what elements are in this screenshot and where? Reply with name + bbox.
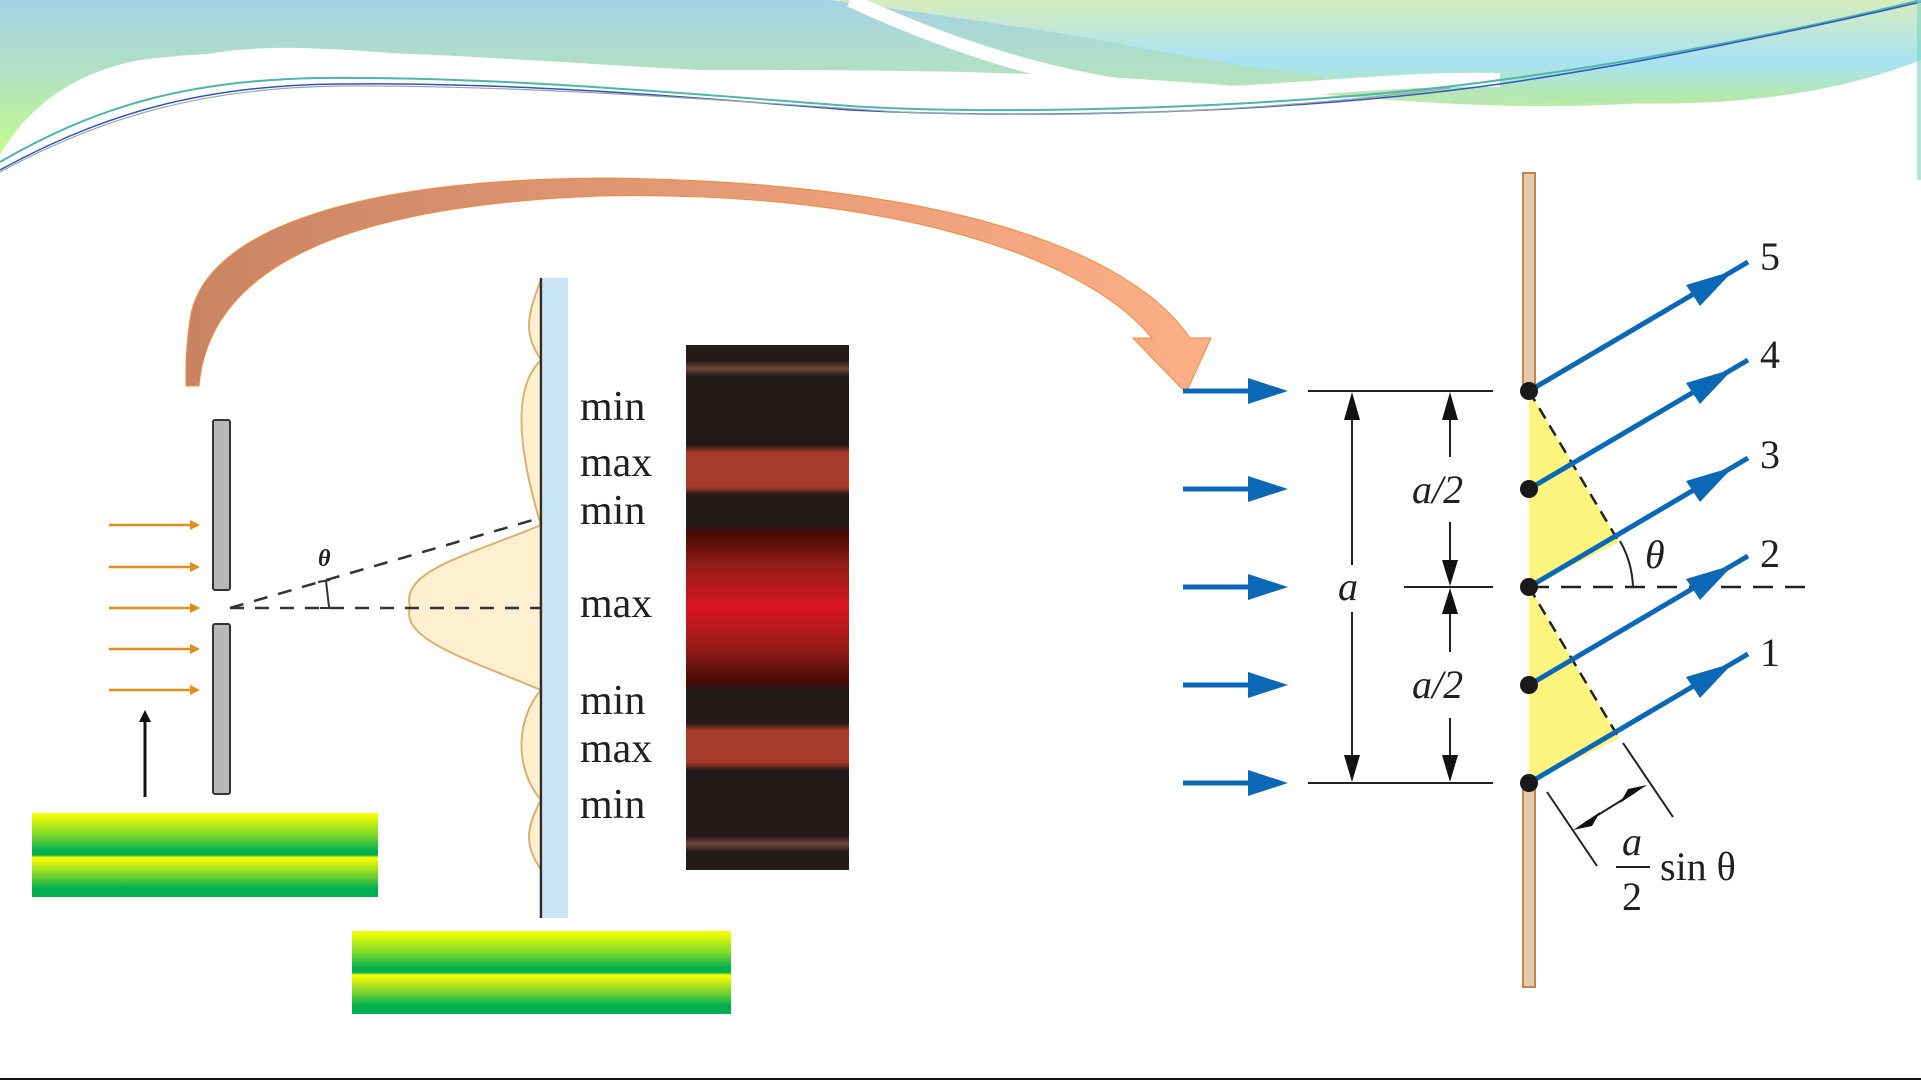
diffracted-ray-1 <box>1527 651 1750 786</box>
slit-plate-top <box>212 419 231 591</box>
diffracted-ray-5 <box>1527 259 1750 394</box>
incident-rays <box>109 520 200 695</box>
green-label-bar-left <box>32 813 378 897</box>
pattern-label: min <box>580 384 645 430</box>
half-width-bottom-label: a/2 <box>1412 662 1463 707</box>
incident-ray <box>1183 378 1288 404</box>
intensity-profile <box>408 279 543 874</box>
wavefront-line-bottom <box>1527 586 1621 739</box>
source-point <box>1520 676 1538 694</box>
slit-plate-bottom <box>212 623 231 795</box>
half-zone-figure: a a/2 a/2 θ 5 <box>1183 172 1815 988</box>
path-diff-numerator: a <box>1622 819 1642 864</box>
ray-label-2: 2 <box>1760 531 1780 576</box>
single-slit-figure: θ min max min max min max min <box>109 278 849 918</box>
slit-wall-bottom <box>1522 782 1536 988</box>
diffracted-ray-2 <box>1527 553 1750 688</box>
ray-label-3: 3 <box>1760 432 1780 477</box>
pointer-up-arrow <box>139 710 151 797</box>
pattern-label: min <box>580 488 645 534</box>
huygens-sources <box>1520 382 1538 792</box>
diffracted-ray-4 <box>1527 357 1750 492</box>
pattern-labels: min max min max min max min <box>580 384 652 828</box>
pattern-label: max <box>580 726 652 772</box>
transition-arrow <box>185 177 1212 394</box>
path-diff-denominator: 2 <box>1622 874 1642 919</box>
half-zone-wedge-top <box>1529 391 1619 587</box>
angle-arc <box>1619 540 1634 588</box>
header-wave-decoration <box>0 0 1921 180</box>
diffracted-ray-3 <box>1527 455 1750 590</box>
pattern-label: min <box>580 782 645 828</box>
path-difference-dimension <box>1546 742 1674 867</box>
incident-ray <box>1183 770 1288 796</box>
source-point <box>1520 382 1538 400</box>
viewing-screen <box>543 278 568 918</box>
pattern-label: min <box>580 678 645 724</box>
half-zone-wedge-bottom <box>1529 587 1619 783</box>
ray-label-4: 4 <box>1760 332 1780 377</box>
incident-ray <box>1183 672 1288 698</box>
slit-wall-top <box>1522 172 1536 392</box>
angle-arc <box>317 579 334 609</box>
dimension-lines <box>1308 390 1493 784</box>
incident-ray <box>1183 574 1288 600</box>
green-label-bar-middle <box>352 931 731 1014</box>
angle-theta-label: θ <box>318 546 331 572</box>
header-right-band <box>830 0 1921 104</box>
incident-ray <box>1183 476 1288 502</box>
pattern-label: max <box>580 581 652 627</box>
source-point <box>1520 578 1538 596</box>
ray-label-1: 1 <box>1760 630 1780 675</box>
source-point <box>1520 480 1538 498</box>
wavefront-line-top <box>1527 390 1621 543</box>
diffracted-rays <box>1527 259 1750 786</box>
angle-theta-label: θ <box>1645 532 1665 577</box>
incident-rays-blue <box>1183 378 1288 796</box>
source-point <box>1520 774 1538 792</box>
slit-width-label: a <box>1338 564 1358 609</box>
angle-line <box>229 518 534 610</box>
pattern-label: max <box>580 440 652 486</box>
path-diff-suffix: sin θ <box>1660 844 1736 889</box>
ray-label-5: 5 <box>1760 234 1780 279</box>
half-width-top-label: a/2 <box>1412 467 1463 512</box>
diffraction-fringe-pattern <box>686 345 849 870</box>
